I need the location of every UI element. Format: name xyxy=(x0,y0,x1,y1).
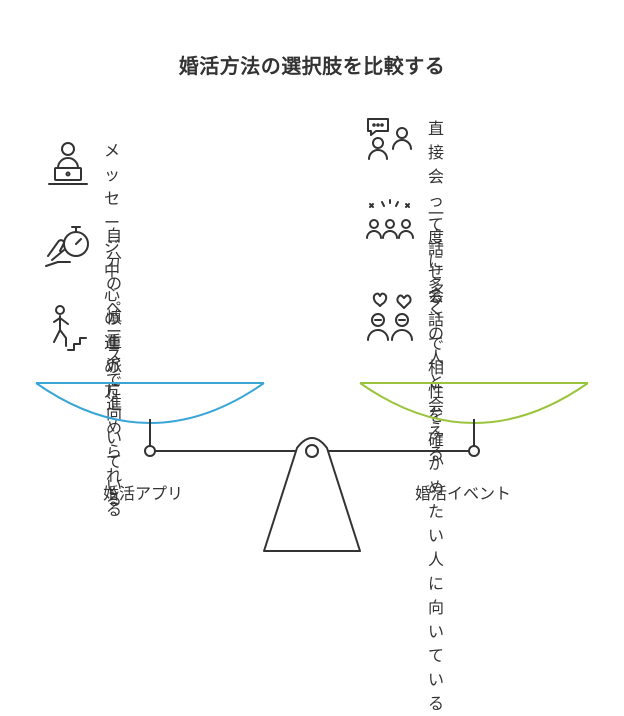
item-line: いる xyxy=(106,476,123,519)
right-pivot xyxy=(468,445,480,457)
item-line: 自分のペースで xyxy=(106,226,123,389)
balance-scale xyxy=(35,382,589,552)
left-pivot xyxy=(144,445,156,457)
couple-hearts-icon xyxy=(367,292,413,341)
fulcrum xyxy=(263,437,361,552)
item-line: いている xyxy=(428,622,445,713)
item-line: 会話で相性を確 xyxy=(428,286,445,449)
stopwatch-hand-icon xyxy=(45,226,89,267)
item-line: 進められる xyxy=(106,394,123,509)
item-line: かめたい人に向 xyxy=(428,454,445,617)
item-line: と会える xyxy=(428,372,445,463)
left-pan xyxy=(35,382,265,424)
left-option-label: 婚活アプリ xyxy=(103,484,184,503)
item-line: の進め方 xyxy=(104,309,121,400)
right-pan xyxy=(359,382,589,424)
fulcrum-pin xyxy=(305,444,319,458)
right-option-label: 婚活イベント xyxy=(415,484,512,503)
item-line: 直接会って話せ xyxy=(428,119,445,282)
item-line: メッセージ中心 xyxy=(104,141,121,304)
walking-stairs-icon xyxy=(53,305,87,351)
conversation-people-icon xyxy=(367,118,412,160)
item-line: 一度に多くの人 xyxy=(428,204,445,367)
laptop-user-icon xyxy=(48,142,88,185)
item-line: 慎重派に向いて xyxy=(106,308,123,471)
diagram-title: 婚活方法の選択肢を比較する xyxy=(178,54,446,78)
group-celebration-icon xyxy=(366,199,414,239)
item-line: る xyxy=(428,287,445,306)
